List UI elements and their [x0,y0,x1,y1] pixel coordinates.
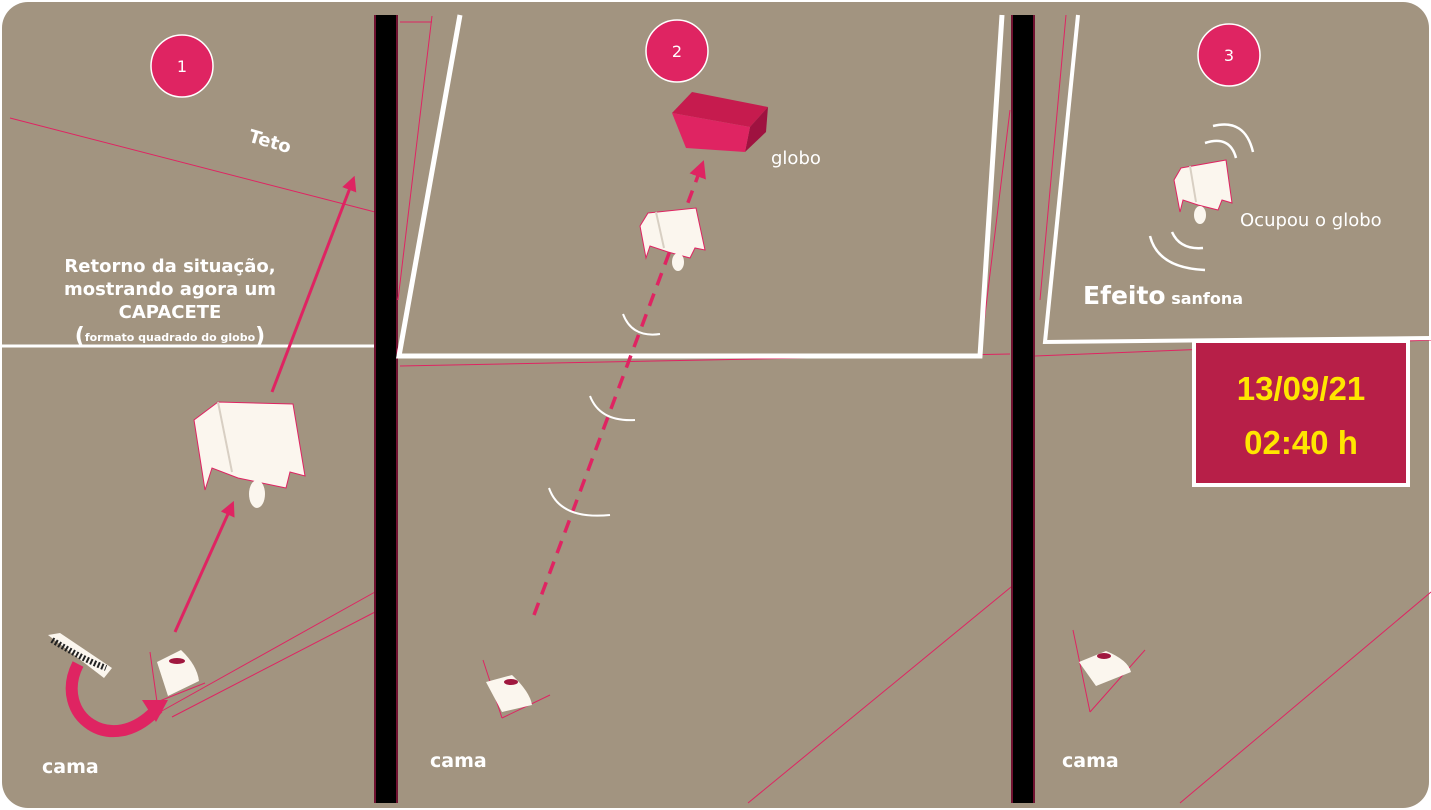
bed-label: cama [1062,750,1119,772]
panel-2-badge: 2 [646,20,708,82]
svg-text:3: 3 [1224,46,1234,65]
helmet-label: Ocupou o globo [1240,210,1382,231]
bed-label: cama [430,750,487,772]
date-text: 13/09/21 02:40 h [1196,362,1406,470]
effect-label: Efeito sanfona [1083,281,1243,310]
svg-text:1: 1 [177,57,187,76]
svg-text:2: 2 [672,42,682,61]
caption-line-2: mostrando agora um [10,278,330,301]
panel-divider [1011,15,1035,803]
caption-line-1: Retorno da situação, [10,255,330,278]
panel-divider [374,15,398,803]
caption-block: Retorno da situação, mostrando agora um … [10,255,330,351]
caption-line-3: CAPACETE [10,301,330,324]
bed-label: cama [42,756,99,778]
globe-label: globo [771,148,821,169]
date-value: 13/09/21 [1196,362,1406,416]
panel-3-badge: 3 [1198,24,1260,86]
time-value: 02:40 h [1196,416,1406,470]
caption-note: (formato quadrado do globo) [10,324,330,351]
panel-1-badge: 1 [151,35,213,97]
